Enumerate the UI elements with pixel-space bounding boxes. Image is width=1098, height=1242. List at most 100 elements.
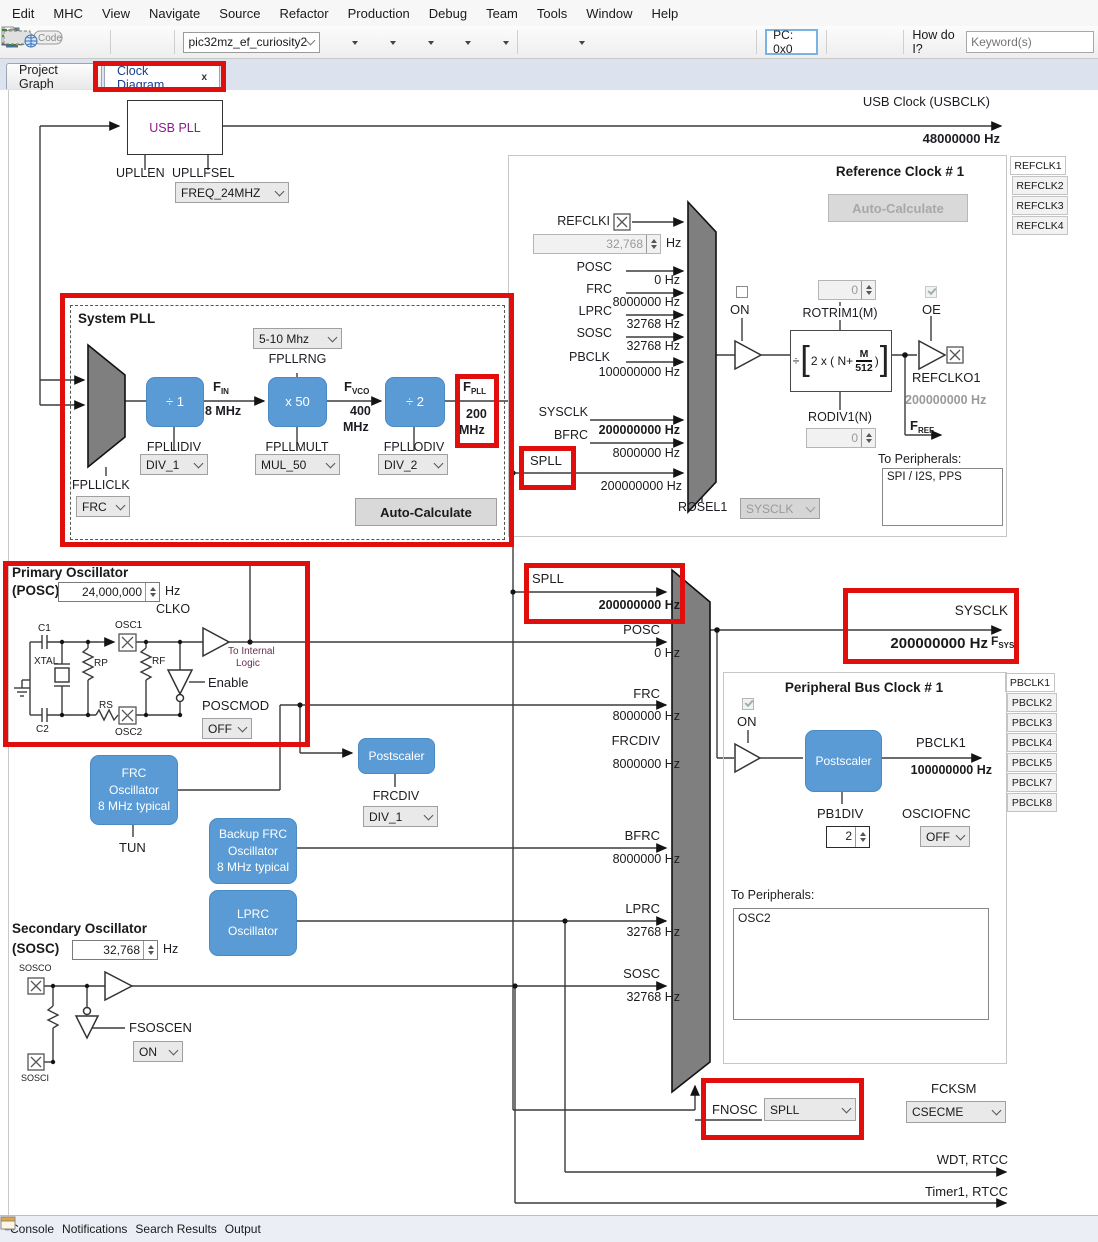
statusbar-notifications[interactable]: i Notifications xyxy=(0,1216,127,1236)
sosc-freq-spinner[interactable]: 32,768 xyxy=(72,940,158,960)
build-project-icon[interactable] xyxy=(2,28,346,54)
close-icon[interactable]: x xyxy=(201,72,207,83)
tab-project-graph[interactable]: Project Graph xyxy=(6,63,102,91)
rosel1-select[interactable]: SYSCLK xyxy=(740,498,820,519)
ref-on-checkbox[interactable] xyxy=(736,286,748,298)
reference-clock-title: Reference Clock # 1 xyxy=(835,164,965,179)
tab-refclk2[interactable]: REFCLK2 xyxy=(1012,176,1068,195)
build-dropdown-icon[interactable] xyxy=(352,40,359,48)
upllfsel-select[interactable]: FREQ_24MHZ xyxy=(175,182,289,203)
secondary-osc-sub: (SOSC) xyxy=(12,941,60,956)
fpllrng-select[interactable]: 5-10 Mhz xyxy=(253,328,342,349)
tab-pbclk5[interactable]: PBCLK5 xyxy=(1007,753,1057,772)
menu-view[interactable]: View xyxy=(102,5,130,21)
tab-pbclk8[interactable]: PBCLK8 xyxy=(1007,793,1057,812)
poscmod-select[interactable]: OFF xyxy=(202,718,252,739)
menu-edit[interactable]: Edit xyxy=(12,5,35,21)
menu-source[interactable]: Source xyxy=(219,5,261,21)
chevron-down-icon xyxy=(423,810,434,820)
run-dropdown-icon[interactable] xyxy=(427,40,434,48)
keyword-input[interactable] xyxy=(966,31,1095,53)
save-icon[interactable] xyxy=(1,27,636,54)
secondary-osc-title: Secondary Oscillator xyxy=(12,921,148,936)
ref-bfrc-label: BFRC xyxy=(553,428,588,442)
upload-icon[interactable] xyxy=(1,27,497,54)
refresh-debug-icon[interactable] xyxy=(3,26,547,54)
fpllodiv-select[interactable]: DIV_2 xyxy=(378,454,448,475)
save-all-icon[interactable] xyxy=(1,27,102,54)
statusbar-console[interactable]: Console xyxy=(10,1222,55,1236)
step-into-icon[interactable] xyxy=(2,26,688,54)
generate-code-button[interactable]: Code xyxy=(5,28,748,54)
fpllidiv-select[interactable]: DIV_1 xyxy=(140,454,208,475)
frc-mux-freq: 8000000 Hz xyxy=(612,709,680,723)
fpllodiv-label: FPLLODIV xyxy=(383,440,445,454)
pb1div-label: PB1DIV xyxy=(817,806,864,821)
run-icon[interactable] xyxy=(3,27,422,54)
usb-pll-block: USB PLL xyxy=(127,100,223,155)
tab-pbclk1[interactable]: PBCLK1 xyxy=(1005,673,1055,692)
step-forward-icon[interactable] xyxy=(1,26,662,54)
osciofnc-label: OSCIOFNC xyxy=(902,806,971,821)
fpllmult-select[interactable]: MUL_50 xyxy=(255,454,340,475)
fpllrng-label: FPLLRNG xyxy=(268,352,327,366)
chip-globe-icon[interactable] xyxy=(3,30,896,54)
cart-icon[interactable] xyxy=(2,28,856,54)
tab-pbclk7[interactable]: PBCLK7 xyxy=(1007,773,1057,792)
chevron-down-icon xyxy=(237,722,248,732)
frcdiv-select[interactable]: DIV_1 xyxy=(363,806,438,827)
tab-refclk3[interactable]: REFCLK3 xyxy=(1012,196,1068,215)
oe-checkbox[interactable] xyxy=(925,286,937,298)
menu-window[interactable]: Window xyxy=(586,5,633,21)
profile-dropdown-icon[interactable] xyxy=(578,40,585,48)
fplliclk-select[interactable]: FRC xyxy=(76,496,130,517)
pb-on-checkbox[interactable] xyxy=(742,698,754,710)
fsoscen-select[interactable]: ON xyxy=(133,1041,183,1062)
project-combobox[interactable]: pic32mz_ef_curiosity2 xyxy=(182,31,321,53)
rotrim-spinner[interactable]: 0 xyxy=(818,280,876,300)
redo-icon[interactable] xyxy=(2,27,166,54)
timer1-rtcc-label: Timer1, RTCC xyxy=(924,1184,1008,1199)
upload-dropdown-icon[interactable] xyxy=(503,40,510,48)
osciofnc-select[interactable]: OFF xyxy=(920,826,970,847)
clean-build-icon[interactable] xyxy=(1,27,384,54)
ref-peripherals-listbox[interactable]: SPI / I2S, PPS xyxy=(882,468,1003,526)
debug-run-icon[interactable] xyxy=(1,27,460,54)
refclki-spinner[interactable]: 32,768 xyxy=(533,234,661,254)
tab-pbclk3[interactable]: PBCLK3 xyxy=(1007,713,1057,732)
chevron-down-icon xyxy=(841,1103,852,1113)
tab-refclk1[interactable]: REFCLK1 xyxy=(1010,156,1066,175)
c2-label: C2 xyxy=(36,724,49,735)
fcksm-select[interactable]: CSECME xyxy=(906,1101,1006,1123)
syspll-auto-calculate-button[interactable]: Auto-Calculate xyxy=(355,498,497,526)
fnosc-select[interactable]: SPLL xyxy=(764,1098,856,1121)
pbclk1-out-freq: 100000000 Hz xyxy=(910,763,992,777)
tab-pbclk2[interactable]: PBCLK2 xyxy=(1007,693,1057,712)
menu-production[interactable]: Production xyxy=(347,5,410,21)
tab-pbclk4[interactable]: PBCLK4 xyxy=(1007,733,1057,752)
rodiv-spinner[interactable]: 0 xyxy=(806,428,876,448)
posc-freq-spinner[interactable]: 24,000,000 xyxy=(58,582,160,602)
menu-help[interactable]: Help xyxy=(651,5,679,21)
ref-frc-freq: 8000000 Hz xyxy=(612,295,680,309)
clean-dropdown-icon[interactable] xyxy=(389,40,396,48)
menu-team[interactable]: Team xyxy=(486,5,518,21)
menu-navigate[interactable]: Navigate xyxy=(148,5,201,21)
folder-icon[interactable] xyxy=(1,28,611,54)
menu-mhc[interactable]: MHC xyxy=(53,5,84,21)
pb-peripherals-listbox[interactable]: OSC2 xyxy=(733,908,989,1020)
statusbar-output[interactable]: Output xyxy=(0,1216,261,1236)
debug-dropdown-icon[interactable] xyxy=(465,40,472,48)
menu-debug[interactable]: Debug xyxy=(428,5,468,21)
menu-refactor[interactable]: Refactor xyxy=(279,5,329,21)
profile-table-icon[interactable] xyxy=(1,27,573,54)
tab-refclk4[interactable]: REFCLK4 xyxy=(1012,216,1068,235)
statusbar-search-results[interactable]: Search Results xyxy=(0,1216,217,1236)
menu-tools[interactable]: Tools xyxy=(536,5,568,21)
ref-auto-calculate-button[interactable]: Auto-Calculate xyxy=(828,194,968,222)
primary-osc-title: Primary Oscillator xyxy=(12,565,129,580)
undo-icon[interactable] xyxy=(3,27,140,54)
pb1div-spinner[interactable]: 2 xyxy=(826,826,870,848)
